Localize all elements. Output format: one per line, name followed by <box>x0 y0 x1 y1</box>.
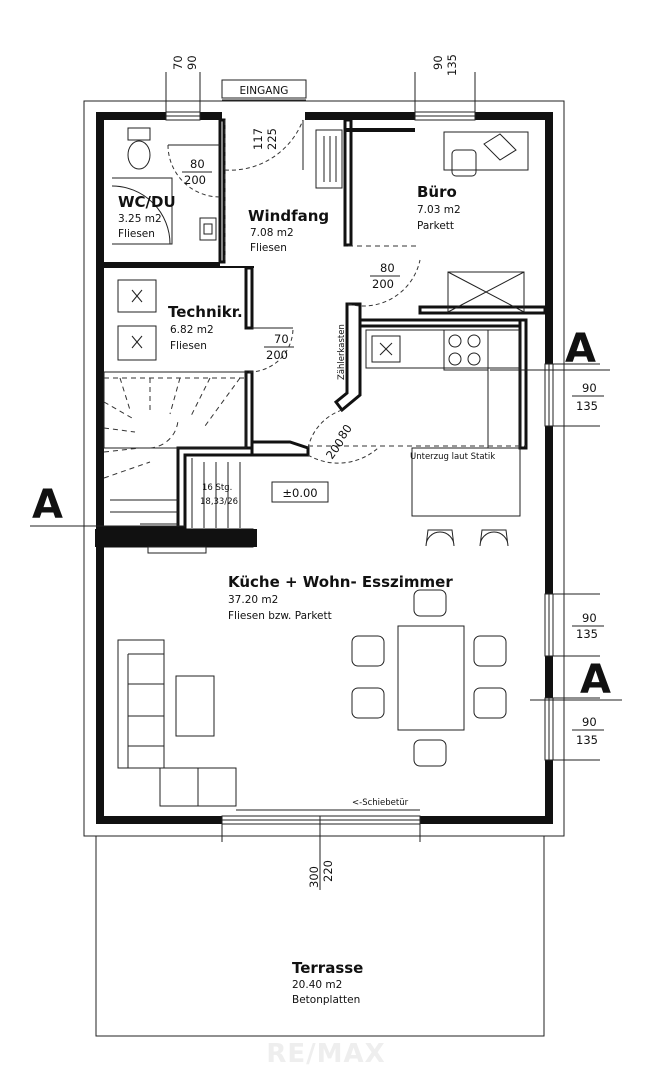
wc-room-area: 3.25 m2 <box>118 213 162 225</box>
dim-wc-door-1: 80 <box>190 157 205 171</box>
interior-walls <box>95 118 547 554</box>
terrasse-room-area: 20.40 m2 <box>292 979 342 991</box>
buero-room-floor: Parkett <box>417 220 454 232</box>
stairs-steps-label: 16 Stg. <box>202 483 232 493</box>
technik-room-area: 6.82 m2 <box>170 324 214 336</box>
windfang-room-name: Windfang <box>248 207 329 225</box>
dim-top-right-2: 135 <box>445 54 459 76</box>
dim-bottom-door-1: 300 <box>307 866 321 888</box>
section-mark-right-top: A <box>565 326 596 372</box>
dim-kitchen-door-1: 80 <box>335 422 355 442</box>
kueche-room-floor: Fliesen bzw. Parkett <box>228 610 332 622</box>
fixtures <box>111 127 529 811</box>
kueche-room-area: 37.20 m2 <box>228 594 278 606</box>
dim-entry-door-2: 225 <box>265 128 279 150</box>
level-box <box>271 481 329 503</box>
dim-right-win1-1: 90 <box>582 381 597 395</box>
windows <box>165 111 554 825</box>
beam-label: Unterzug laut Statik <box>410 452 495 462</box>
wc-room-name: WC/DU <box>118 193 176 211</box>
buero-room-name: Büro <box>417 183 457 201</box>
outer-walls <box>83 100 565 837</box>
dim-bottom-door-2: 220 <box>321 860 335 882</box>
dim-right-win3-2: 135 <box>576 733 598 747</box>
dim-top-left-2: 90 <box>185 55 199 70</box>
door-swings <box>167 79 421 464</box>
dimension-leaders <box>165 72 600 842</box>
wc-room-floor: Fliesen <box>118 228 155 240</box>
buero-room-area: 7.03 m2 <box>417 204 461 216</box>
dim-wc-door-2: 200 <box>184 173 206 187</box>
staircase <box>103 371 247 528</box>
sliding-door-label: <-Schiebetür <box>352 798 409 808</box>
terrasse-room-name: Terrasse <box>292 959 363 977</box>
windfang-room-floor: Fliesen <box>250 242 287 254</box>
dim-buero-door-2: 200 <box>372 277 394 291</box>
dim-right-win2-1: 90 <box>582 611 597 625</box>
technik-room-name: Technikr. <box>168 303 243 321</box>
dim-technik-door-1: 70 <box>274 332 289 346</box>
dim-top-left-1: 70 <box>171 55 185 70</box>
section-lines <box>30 369 622 701</box>
technik-room-floor: Fliesen <box>170 340 207 352</box>
dim-right-win1-2: 135 <box>576 399 598 413</box>
dim-top-right-1: 90 <box>431 55 445 70</box>
kueche-room-name: Küche + Wohn- Esszimmer <box>228 573 453 591</box>
dim-technik-door-2: 200 <box>266 348 288 362</box>
terrasse-room-floor: Betonplatten <box>292 994 360 1006</box>
remax-watermark: RE/MAX <box>266 1039 385 1069</box>
dim-right-win3-1: 90 <box>582 715 597 729</box>
windfang-room-area: 7.08 m2 <box>250 227 294 239</box>
dim-right-win2-2: 135 <box>576 627 598 641</box>
meter-cabinet-label: Zählerkasten <box>337 324 347 380</box>
dim-buero-door-1: 80 <box>380 261 395 275</box>
entrance-label: EINGANG <box>240 85 289 97</box>
stairs-ratio-label: 18,33/26 <box>200 497 238 507</box>
dim-entry-door-1: 117 <box>251 128 265 150</box>
level-label: ±0.00 <box>282 486 317 500</box>
section-mark-left: A <box>32 482 63 528</box>
section-mark-right-bottom: A <box>580 657 611 703</box>
